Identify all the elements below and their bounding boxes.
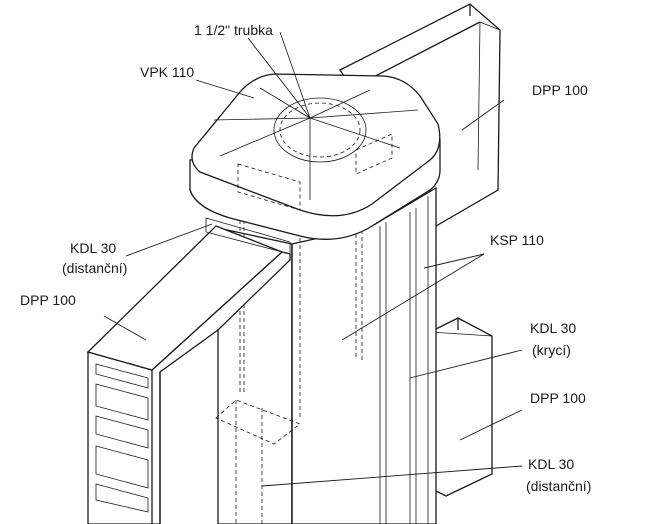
label-vpk: VPK 110 bbox=[140, 64, 195, 80]
label-kdl-left-name: KDL 30 bbox=[70, 240, 117, 256]
label-kdl-right-name: KDL 30 bbox=[530, 320, 577, 336]
label-kdl-bottom-sub: (distanční) bbox=[526, 478, 592, 494]
label-ksp: KSP 110 bbox=[490, 232, 544, 248]
vpk-cap bbox=[189, 31, 441, 240]
label-dpp-top-right: DPP 100 bbox=[532, 82, 588, 98]
label-kdl-left-sub: (distanční) bbox=[62, 260, 128, 276]
label-dpp-bottom-right: DPP 100 bbox=[530, 390, 586, 406]
dpp-block-left bbox=[86, 217, 301, 524]
label-kdl-bottom-name: KDL 30 bbox=[528, 456, 575, 472]
leader-lines bbox=[103, 37, 523, 487]
label-trubka: 1 1/2" trubka bbox=[194, 22, 273, 38]
label-kdl-right-sub: (krycí) bbox=[532, 342, 571, 358]
label-dpp-left: DPP 100 bbox=[20, 292, 76, 308]
